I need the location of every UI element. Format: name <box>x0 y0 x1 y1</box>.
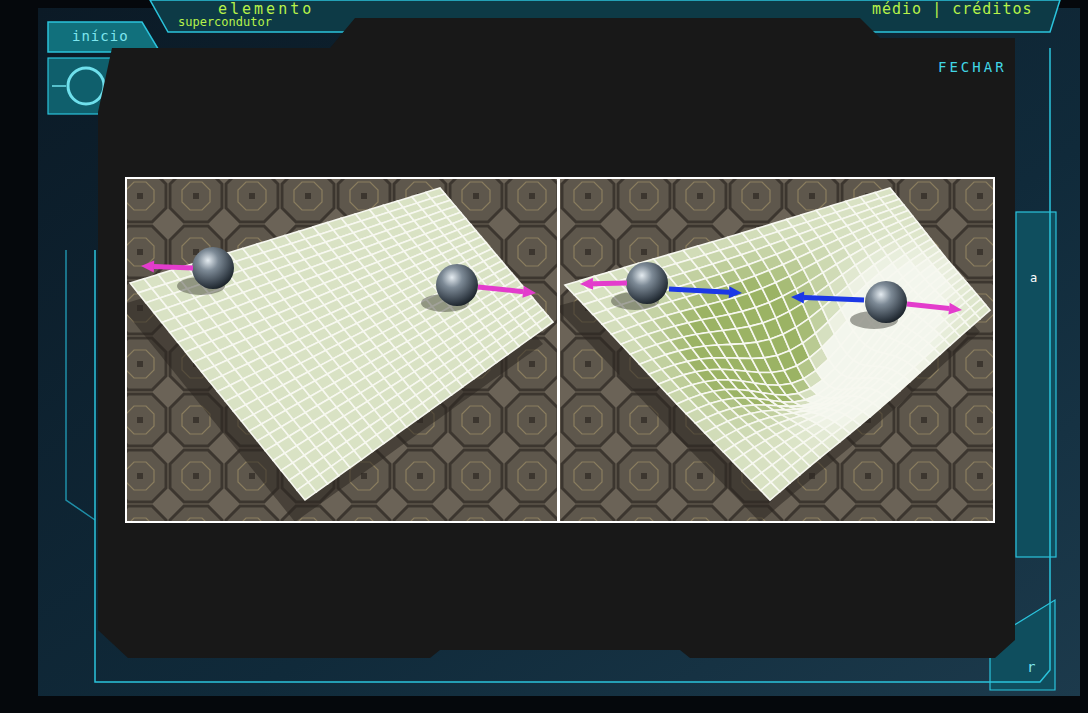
arrow-head <box>522 286 536 298</box>
close-button: FECHAR <box>938 60 1007 75</box>
sheet-shadow <box>127 210 543 521</box>
icon-line <box>52 85 66 87</box>
floor <box>127 179 557 521</box>
nav-label: início <box>72 29 129 44</box>
arrow-head <box>791 292 804 304</box>
nav-label: médio | créditos <box>872 1 1033 18</box>
modal-panel <box>98 18 1015 658</box>
metal-sphere <box>192 247 234 289</box>
force-arrow <box>804 298 864 300</box>
sheet-tile <box>975 305 990 319</box>
nav-label: r <box>1027 660 1035 675</box>
app-ground <box>38 8 1080 696</box>
metal-sphere <box>865 281 907 323</box>
arrow-head <box>141 261 154 273</box>
force-arrow <box>154 266 193 268</box>
sheet-tile <box>536 316 553 330</box>
arrow-head <box>729 286 742 298</box>
metal-sphere <box>626 262 668 304</box>
nav-label: a <box>1030 272 1037 285</box>
force-arrow <box>593 281 627 287</box>
metal-sphere <box>436 264 478 306</box>
icon-symbol <box>68 68 104 104</box>
panel-divider <box>557 179 560 521</box>
force-arrow <box>907 304 949 309</box>
arrow-head <box>948 303 962 315</box>
arrow-head <box>580 278 593 290</box>
sheet-shadow <box>560 210 980 521</box>
force-arrow <box>669 289 729 292</box>
home-tab <box>48 22 160 52</box>
photo <box>120 177 995 523</box>
frame-line <box>66 250 95 520</box>
force-arrow <box>478 287 523 292</box>
nav-label: supercondutor <box>178 16 272 29</box>
